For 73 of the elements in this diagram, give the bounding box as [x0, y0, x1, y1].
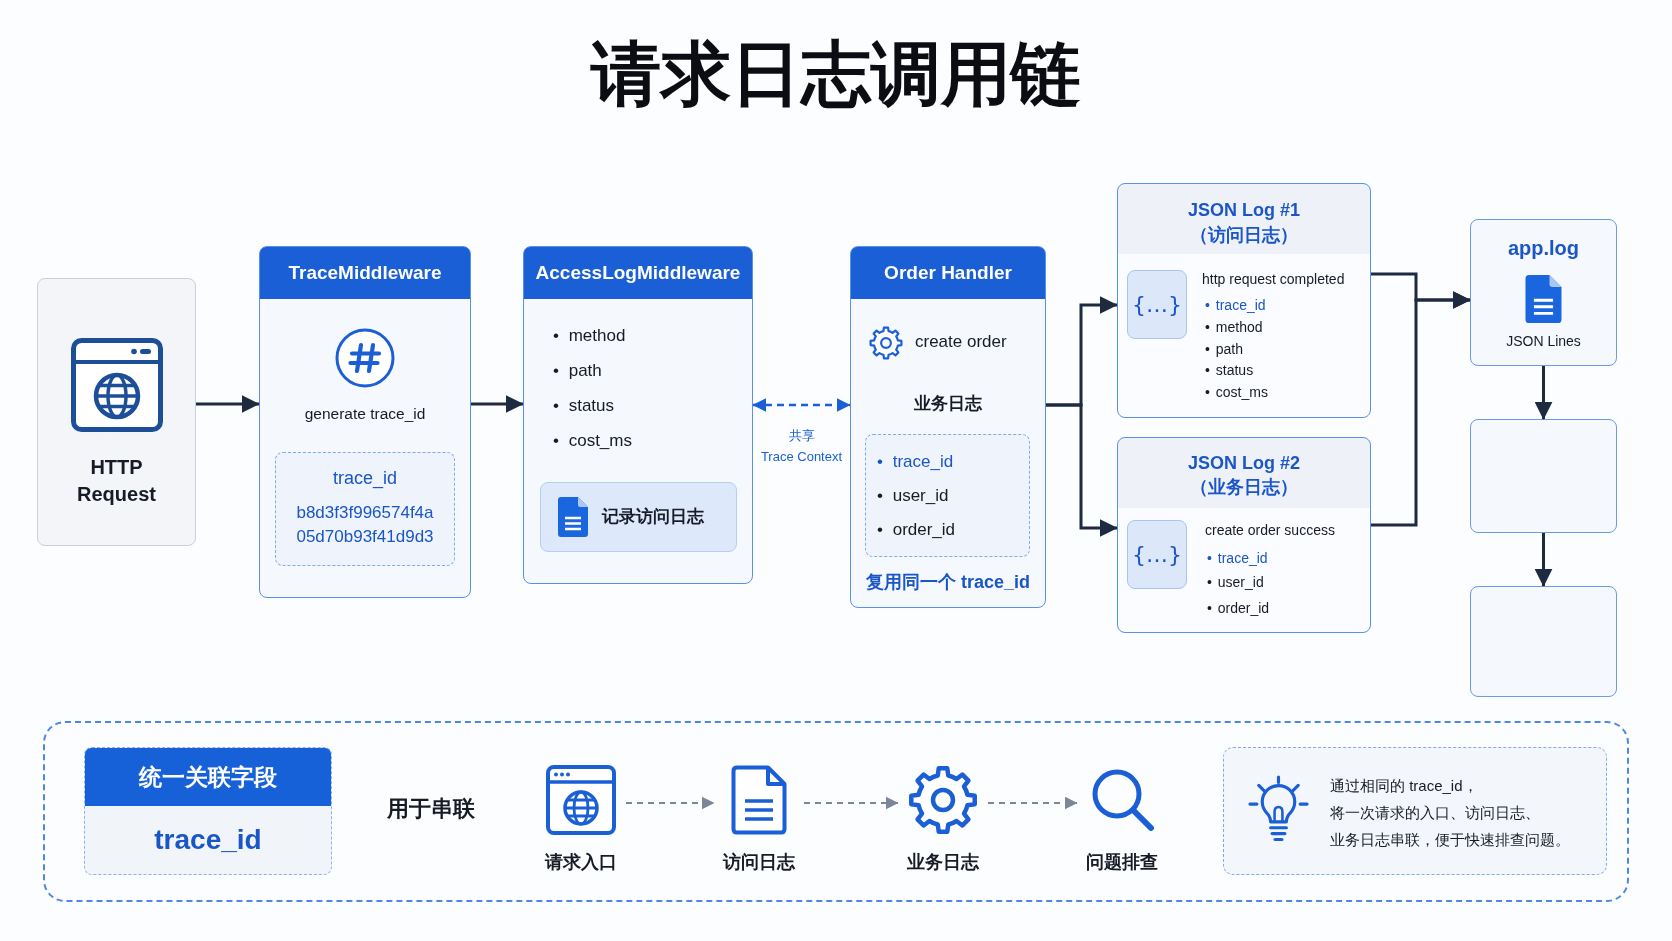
list-item: • cost_ms — [1205, 383, 1268, 401]
format-label: JSON Lines — [1506, 332, 1581, 350]
card-subtitle: （访问日志） — [1190, 224, 1298, 247]
log-action-tile — [540, 482, 737, 552]
step-label: create order — [915, 331, 1007, 353]
log-message: create order success — [1205, 521, 1335, 539]
field-value: trace_id — [154, 823, 262, 857]
json-tile — [1127, 520, 1187, 589]
step-caption: 请求入口 — [545, 851, 617, 874]
card-header: AccessLogMiddleware — [524, 247, 752, 299]
middleware-card — [259, 246, 471, 598]
dashed-arrow — [803, 796, 899, 810]
arrow — [196, 395, 260, 413]
diagram-title: 请求日志调用链 — [591, 34, 1081, 115]
list-item: • cost_ms — [553, 430, 632, 452]
arrow — [471, 395, 524, 413]
list-item: • method — [1205, 318, 1263, 336]
action-label: 记录访问日志 — [602, 506, 704, 528]
dashed-id-box — [275, 452, 455, 566]
card-header: Order Handler — [851, 247, 1045, 299]
section-label: 业务日志 — [914, 393, 982, 415]
step-caption: 访问日志 — [723, 851, 795, 874]
note-text: 通过相同的 trace_id，将一次请求的入口、访问日志、业务日志串联，便于快速排查问题。 — [1330, 775, 1571, 850]
list-item: • path — [1205, 340, 1244, 358]
flow-label: 用于串联 — [387, 795, 475, 823]
list-item: • trace_id — [1205, 296, 1266, 314]
double-dashed-arrow — [752, 398, 851, 412]
card-header: TraceMiddleware — [260, 247, 470, 299]
list-item: • order_id — [1207, 599, 1270, 617]
card-title: JSON Log #1 — [1188, 199, 1300, 222]
empty-card — [1470, 586, 1617, 697]
footer-note: 复用同一个 trace_id — [866, 571, 1030, 594]
step-caption: 业务日志 — [907, 851, 979, 874]
dashed-arrow — [987, 796, 1078, 810]
middleware-card — [523, 246, 753, 584]
trace-id-value: b8d3f3f996574f4a 05d70b93f41d9d3 — [295, 502, 435, 548]
edge-label: 共享 Trace Context — [759, 427, 844, 466]
list-item: • user_id — [877, 485, 949, 507]
dashed-field-box — [865, 434, 1030, 557]
json-braces: {…} — [1132, 290, 1182, 319]
handler-card — [850, 246, 1046, 608]
note-box — [1223, 747, 1607, 875]
arrow — [1371, 291, 1471, 527]
file-name: app.log — [1507, 236, 1580, 261]
log-card — [1117, 437, 1371, 633]
list-item: • trace_id — [877, 451, 954, 473]
list-item: • status — [1205, 361, 1254, 379]
log-card — [1117, 183, 1371, 418]
dashed-arrow — [625, 796, 715, 810]
card-header: 统一关联字段 — [85, 748, 331, 806]
arrow — [1534, 533, 1553, 587]
list-item: • trace_id — [1207, 549, 1268, 567]
dashed-panel — [43, 721, 1629, 902]
log-message: http request completed — [1202, 270, 1345, 288]
json-tile — [1127, 270, 1187, 339]
file-card — [1470, 219, 1617, 366]
step-label: generate trace_id — [304, 404, 426, 424]
step-caption: 问题排查 — [1086, 851, 1158, 874]
list-item: • order_id — [877, 519, 956, 541]
empty-card — [1470, 419, 1617, 533]
card-subtitle: （业务日志） — [1190, 476, 1298, 499]
field-card — [84, 747, 332, 875]
list-item: • user_id — [1207, 573, 1264, 591]
arrow — [1534, 366, 1553, 420]
json-braces: {…} — [1132, 540, 1182, 569]
request-card — [37, 278, 196, 546]
card-title: JSON Log #2 — [1188, 452, 1300, 475]
request-label: HTTP Request — [76, 454, 157, 507]
list-item: • status — [553, 395, 615, 417]
arrow — [1046, 403, 1118, 537]
field-name: trace_id — [333, 467, 397, 490]
list-item: • path — [553, 360, 602, 382]
list-item: • method — [553, 325, 626, 347]
